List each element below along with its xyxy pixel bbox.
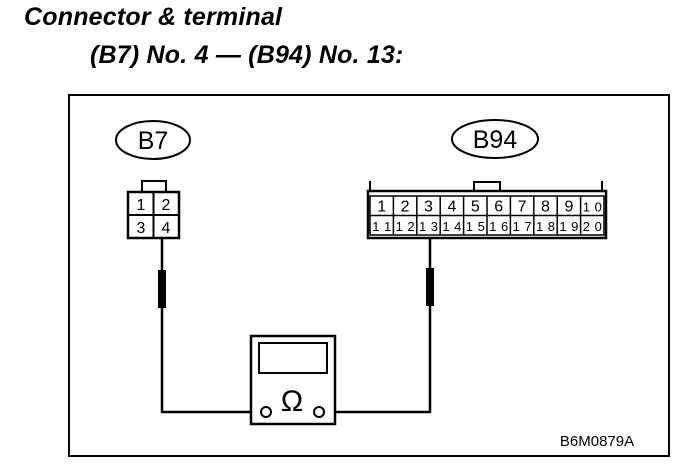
b7-connector: 1 2 3 4 bbox=[126, 180, 181, 240]
b94-terminal: 8 bbox=[541, 199, 550, 216]
ohm-symbol: Ω bbox=[281, 385, 303, 418]
probe-b94 bbox=[426, 268, 434, 306]
meter-terminal-left bbox=[260, 406, 272, 418]
b7-terminal-3: 3 bbox=[137, 220, 146, 237]
lead-b7-terminal-4 bbox=[160, 238, 258, 414]
b94-label: B94 bbox=[473, 126, 518, 154]
b94-terminal: 5 bbox=[471, 199, 480, 216]
b7-terminal-4: 4 bbox=[162, 220, 171, 237]
b94-label-badge: B94 bbox=[451, 119, 539, 159]
b7-label: B7 bbox=[138, 127, 169, 155]
heading-line-1: Connector & terminal bbox=[24, 3, 283, 31]
figure-code: B6M0879A bbox=[560, 433, 634, 450]
probe-b7 bbox=[158, 270, 166, 308]
probe-leads bbox=[158, 238, 434, 414]
b94-terminal: 4 bbox=[447, 199, 456, 216]
diagram-frame bbox=[68, 94, 670, 457]
heading-line-2: (B7) No. 4 — (B94) No. 13: bbox=[90, 41, 404, 69]
b94-terminal: 1 bbox=[377, 199, 386, 216]
b7-terminal-2: 2 bbox=[162, 197, 171, 214]
meter-display bbox=[258, 342, 328, 374]
b94-terminal: 2 bbox=[401, 199, 410, 216]
b7-terminal-1: 1 bbox=[137, 197, 146, 214]
ohmmeter-icon: Ω bbox=[249, 334, 337, 426]
b7-label-badge: B7 bbox=[115, 120, 191, 160]
b94-terminal: 9 bbox=[564, 199, 573, 216]
b94-terminal: 6 bbox=[494, 199, 503, 216]
b94-terminal: 7 bbox=[518, 199, 527, 216]
b94-terminal: 3 bbox=[424, 199, 433, 216]
lead-b94-terminal-13 bbox=[328, 238, 432, 414]
meter-terminal-right bbox=[313, 406, 325, 418]
